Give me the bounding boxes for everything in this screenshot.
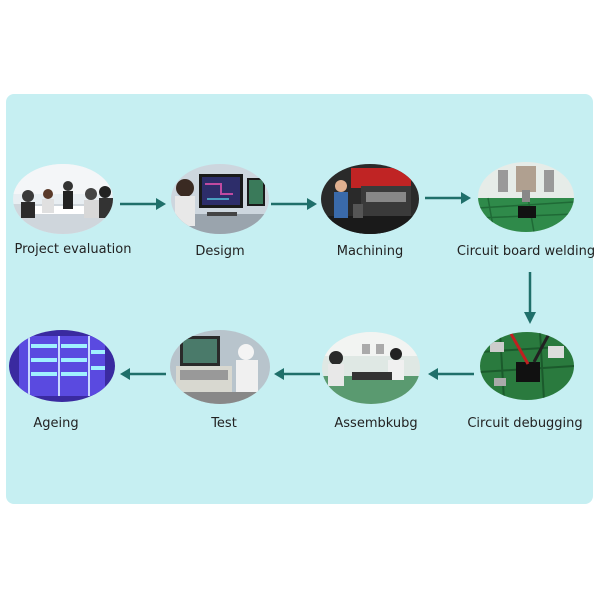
photo-project-evaluation	[13, 164, 113, 234]
photo-test	[170, 330, 270, 404]
arrow-left-icon	[428, 368, 474, 380]
photo-circuit-debugging	[480, 332, 574, 400]
photo-ageing	[9, 330, 115, 402]
step-label-circuit-debugging: Circuit debugging	[467, 416, 583, 431]
photo-assembling	[322, 332, 420, 404]
step-label-test: Test	[211, 416, 237, 431]
arrow-right-icon	[271, 198, 317, 210]
step-label-ageing: Ageing	[33, 416, 79, 431]
arrow-left-icon	[120, 368, 166, 380]
photo-machining	[321, 164, 419, 234]
step-label-design: Desigm	[195, 244, 245, 259]
photo-circuit-board-welding	[478, 162, 574, 232]
arrow-right-icon	[425, 192, 471, 204]
step-label-project-evaluation: Project evaluation	[14, 242, 132, 257]
process-panel: Project evaluation Desigm	[6, 94, 596, 504]
step-label-machining: Machining	[336, 244, 404, 259]
arrow-left-icon	[274, 368, 320, 380]
arrow-right-icon	[120, 198, 166, 210]
step-label-circuit-board-welding: Circuit board welding	[456, 244, 596, 259]
step-label-assembling: Assembkubg	[334, 416, 418, 431]
arrow-down-icon	[524, 272, 536, 324]
photo-design	[171, 164, 269, 234]
